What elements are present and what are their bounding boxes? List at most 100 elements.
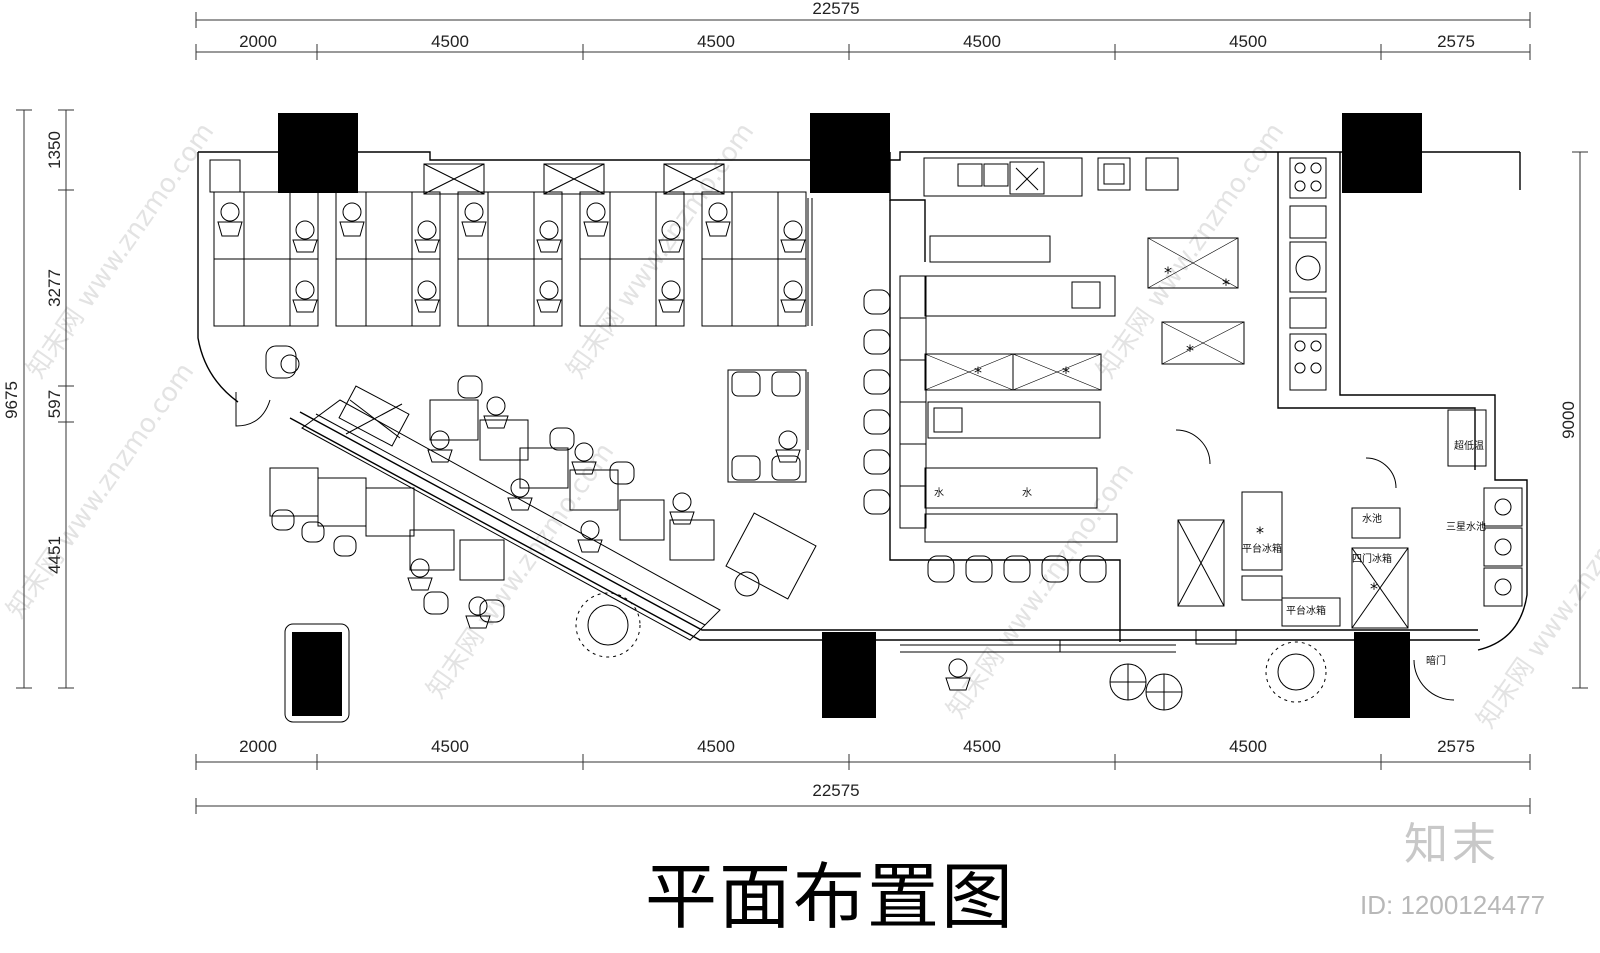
seated-person-icon — [705, 202, 731, 237]
watermark-text: 知末网 www.znzmo.com — [1, 358, 200, 624]
seated-person-icon — [427, 430, 453, 463]
dim-top-seg: 2000 — [239, 32, 277, 51]
seated-person-icon — [407, 558, 433, 591]
diagonal-people — [280, 354, 971, 691]
decor-umbrellas — [1109, 663, 1183, 711]
seated-person-icon — [339, 202, 365, 237]
seated-person-icon — [577, 520, 603, 553]
door-swing — [1365, 457, 1397, 489]
dim-left-seg: 4451 — [45, 536, 64, 574]
dim-top-seg: 4500 — [963, 32, 1001, 51]
column — [1342, 113, 1422, 193]
room-labels: 超低温 三星水池 平台冰箱 平台冰箱 四门冰箱 暗门 水 水 水池 — [934, 439, 1486, 667]
kitchen-inner-wall — [1277, 152, 1476, 470]
label-sink: 水池 — [1362, 512, 1382, 525]
dim-bottom-seg: 4500 — [963, 737, 1001, 756]
kitchen-equipment — [923, 157, 1523, 645]
walls — [197, 151, 1528, 651]
seated-person-icon — [780, 280, 806, 313]
drawing-title: 平面布置图 — [644, 855, 1015, 939]
svg-text:*: * — [1222, 275, 1230, 294]
seated-person-icon — [414, 220, 440, 253]
diagonal-dining — [235, 345, 1327, 703]
person-icons — [217, 202, 806, 313]
seated-person-icon — [945, 658, 971, 691]
svg-text:*: * — [1256, 523, 1264, 542]
seated-person-icon — [775, 430, 801, 463]
dim-top-seg: 4500 — [431, 32, 469, 51]
dim-top-seg: 4500 — [697, 32, 735, 51]
dimension-lines — [16, 12, 1588, 814]
asterisk-markers: * * * * * * * — [974, 263, 1378, 598]
svg-text:*: * — [974, 363, 982, 382]
svg-text:*: * — [1062, 363, 1070, 382]
seated-person-icon — [217, 202, 243, 237]
seated-person-icon — [507, 478, 533, 511]
dim-bottom-seg: 4500 — [697, 737, 735, 756]
label-water: 水 — [934, 487, 944, 499]
doors — [900, 429, 1455, 701]
dim-top-seg: 4500 — [1229, 32, 1267, 51]
dim-bottom-seg: 4500 — [1229, 737, 1267, 756]
seated-person-icon — [536, 220, 562, 253]
dim-bottom-seg: 2575 — [1437, 737, 1475, 756]
seated-person-icon — [292, 280, 318, 313]
column — [292, 632, 342, 716]
column — [810, 113, 890, 193]
seated-person-icon — [583, 202, 609, 237]
brand-logo: 知末 — [1404, 819, 1500, 870]
dining-outer-wall — [198, 151, 1520, 161]
seated-person-icon — [280, 354, 300, 374]
label-hidden-door: 暗门 — [1426, 654, 1446, 667]
label-water: 水 — [1022, 487, 1032, 499]
door-swing — [1175, 429, 1211, 465]
dim-left-seg: 3277 — [45, 269, 64, 307]
label-triple-sink: 三星水池 — [1446, 520, 1486, 533]
svg-text:*: * — [1370, 579, 1378, 598]
svg-text:*: * — [1164, 263, 1172, 282]
seated-person-icon — [658, 280, 684, 313]
door-swing — [1413, 659, 1455, 701]
seated-person-icon — [669, 492, 695, 525]
dim-bottom-total: 22575 — [812, 781, 859, 800]
seated-person-icon — [414, 280, 440, 313]
dim-bottom-seg: 2000 — [239, 737, 277, 756]
seated-person-icon — [658, 220, 684, 253]
column-outline — [284, 623, 350, 723]
dim-top-total: 22575 — [812, 0, 859, 18]
image-id: ID: 1200124477 — [1360, 890, 1546, 920]
seated-person-icon — [483, 396, 509, 429]
diagonal-counter — [301, 399, 721, 641]
dim-right-total: 9000 — [1559, 401, 1578, 439]
dim-bottom-seg: 4500 — [431, 737, 469, 756]
dining-left-wall — [197, 152, 239, 403]
column — [822, 632, 876, 718]
label-four-door-fridge: 四门冰箱 — [1352, 552, 1392, 565]
label-ultra-low-temp: 超低温 — [1454, 439, 1484, 452]
seated-person-icon — [292, 220, 318, 253]
label-flat-fridge: 平台冰箱 — [1242, 542, 1282, 555]
dim-left-total: 9675 — [2, 381, 21, 419]
watermark-text: 知末网 www.znzmo.com — [561, 118, 760, 384]
bar-stools — [863, 275, 1107, 583]
dim-top-seg: 2575 — [1437, 32, 1475, 51]
label-flat-fridge: 平台冰箱 — [1286, 604, 1326, 617]
watermark-text: 知末网 www.znzmo.com — [421, 438, 620, 704]
kitchen-wall — [889, 152, 926, 262]
seated-person-icon — [536, 280, 562, 313]
seated-person-icon — [780, 220, 806, 253]
dim-left-seg: 597 — [45, 390, 64, 418]
column — [1354, 632, 1410, 718]
bottom-wall — [289, 417, 1480, 641]
columns — [278, 113, 1422, 718]
booth-seating — [209, 159, 813, 327]
svg-text:*: * — [1186, 341, 1194, 360]
dim-left-seg: 1350 — [45, 131, 64, 169]
kitchen-outer-loop — [889, 200, 1121, 642]
seated-person-icon — [461, 202, 487, 237]
seated-person-icon — [571, 442, 597, 475]
dimension-texts: 22575 2000 4500 4500 4500 4500 2575 2000… — [2, 0, 1578, 800]
column — [278, 113, 358, 193]
right-outer-wall — [1339, 152, 1528, 651]
